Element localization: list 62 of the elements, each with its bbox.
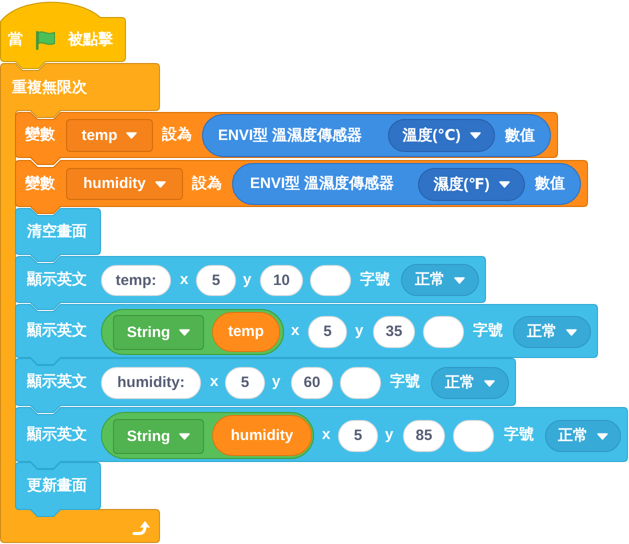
block-label: y xyxy=(272,372,280,392)
block-label: 設為 xyxy=(162,125,192,145)
input-field: 85 xyxy=(403,420,445,452)
block-label: 更新畫面 xyxy=(27,476,87,496)
block-label: x xyxy=(291,321,300,341)
block-label: 清空畫面 xyxy=(27,222,87,242)
dropdown: 濕度(℉) xyxy=(418,168,525,201)
block-label: 顯示英文 xyxy=(27,270,87,290)
input-field: 35 xyxy=(373,316,415,348)
command-block xyxy=(15,304,598,365)
block-label: y xyxy=(243,270,252,290)
block-label: 字號 xyxy=(473,321,503,341)
dropdown: String xyxy=(113,315,204,350)
block-label: y xyxy=(385,424,394,444)
command-block xyxy=(15,407,628,469)
input-field: humidity: xyxy=(101,367,201,399)
block-label: 被點擊 xyxy=(68,30,113,50)
dropdown: temp xyxy=(66,119,153,152)
sensor-reporter xyxy=(232,163,581,205)
variable-reporter: humidity xyxy=(212,415,312,456)
input-field: 5 xyxy=(308,316,347,348)
string-reporter xyxy=(101,309,284,355)
block-label: y xyxy=(355,321,364,341)
input-field: 5 xyxy=(196,265,236,296)
dropdown: 正常 xyxy=(401,264,479,296)
sensor-reporter xyxy=(202,114,551,157)
block-label: 數值 xyxy=(535,174,565,194)
block-label: 變數 xyxy=(25,125,55,145)
dropdown: humidity xyxy=(66,168,183,200)
block-label: 字號 xyxy=(504,424,534,444)
input-field: temp: xyxy=(101,265,171,296)
block-label: 字號 xyxy=(390,372,420,392)
input-field xyxy=(340,367,381,399)
input-field: 5 xyxy=(338,420,378,452)
block-label: 字號 xyxy=(360,270,390,290)
hat-block xyxy=(0,0,126,69)
block-label: 當 xyxy=(8,30,23,50)
input-field: 5 xyxy=(225,367,265,399)
input-field: 60 xyxy=(291,367,333,399)
dropdown: 溫度(℃) xyxy=(388,119,495,152)
block-label: x xyxy=(322,424,330,444)
block-label: 顯示英文 xyxy=(27,321,87,341)
block-label: 重複無限次 xyxy=(12,78,87,98)
set-variable-block xyxy=(15,160,588,214)
block-label: ENVI型 溫濕度傳感器 xyxy=(218,126,362,146)
dropdown: 正常 xyxy=(431,367,509,399)
block-label: 顯示英文 xyxy=(27,372,87,392)
block-label: x xyxy=(210,372,218,392)
block-label: 設為 xyxy=(192,174,222,194)
input-field xyxy=(423,316,464,348)
block-label: ENVI型 溫濕度傳感器 xyxy=(250,174,394,194)
input-field xyxy=(310,265,351,296)
command-block xyxy=(15,462,101,517)
block-label: x xyxy=(180,270,188,290)
dropdown: 正常 xyxy=(545,420,621,452)
string-reporter xyxy=(101,412,314,459)
block-label: 數值 xyxy=(505,126,535,146)
block-label: 變數 xyxy=(25,174,55,194)
dropdown: 正常 xyxy=(513,316,591,348)
block-label: 顯示英文 xyxy=(27,424,87,444)
input-field xyxy=(453,420,494,452)
dropdown: String xyxy=(113,419,204,454)
